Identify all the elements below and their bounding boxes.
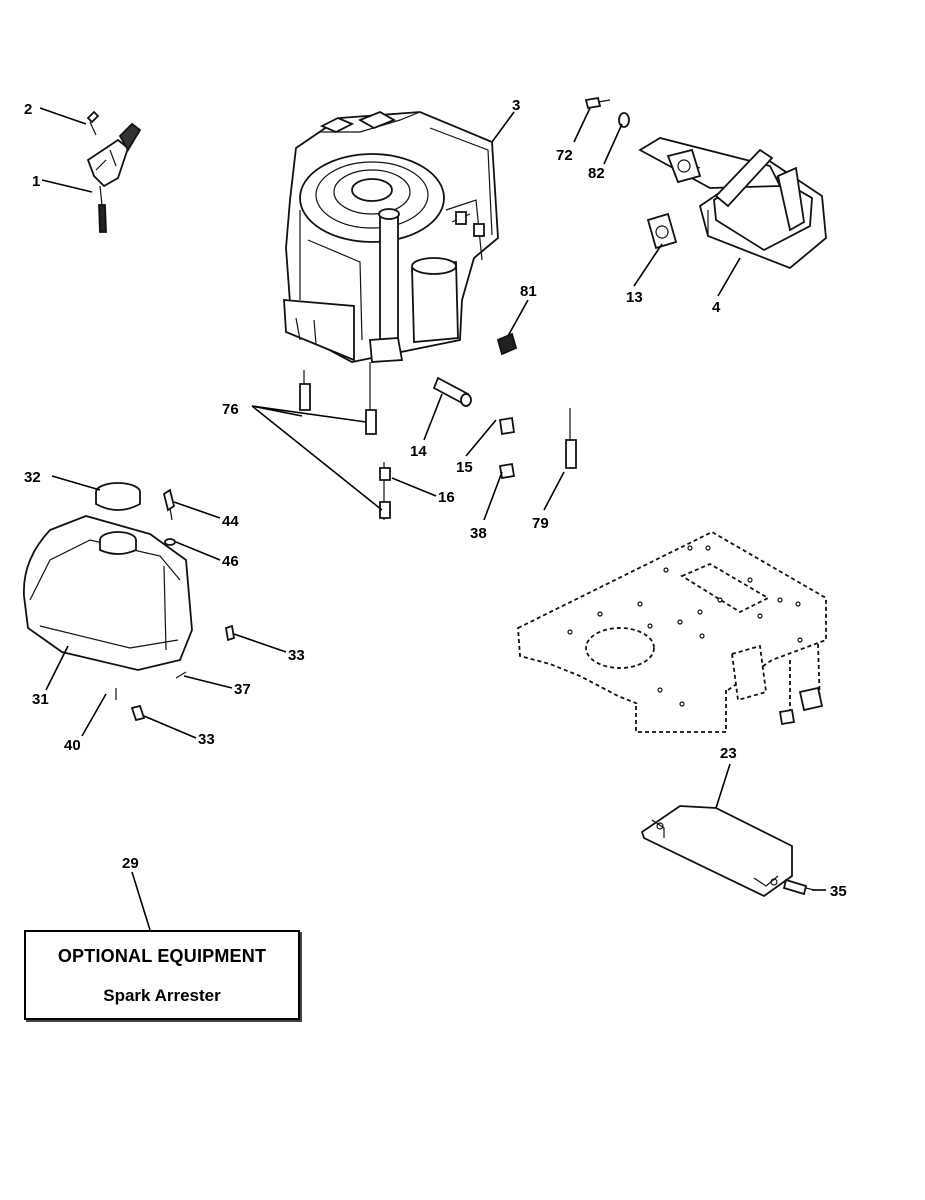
callout-82: 82 [588,165,605,182]
callout-15: 15 [456,459,473,476]
callout-40: 40 [64,737,81,754]
callout-29: 29 [122,855,139,872]
bushing-14-part [432,376,472,407]
optional-equipment-title: OPTIONAL EQUIPMENT [57,946,267,966]
gasket-13-part [646,212,678,250]
heat-shield-part [640,805,793,898]
callout-2: 2 [24,101,32,118]
nut-38-part [498,462,516,480]
callout-4: 4 [712,299,721,316]
optional-equipment-box: OPTIONAL EQUIPMENT Spark Arrester [24,930,300,1020]
screw-35-part [782,878,815,896]
fuel-tank-part [23,515,193,671]
callout-35: 35 [830,883,847,900]
muffler-part [638,137,827,270]
callout-81: 81 [520,283,537,300]
spark-arrester-label: Spark Arrester [103,986,221,1005]
throttle-control-part [86,110,142,233]
callout-46: 46 [222,553,239,570]
callout-44: 44 [222,513,239,530]
callout-79: 79 [532,515,549,532]
callout-1: 1 [32,173,40,190]
bolt-79-part [565,408,577,469]
bolts-76-part [299,362,391,520]
callout-33-upper: 33 [288,647,305,664]
gasket-82-part [618,112,702,184]
fuel-cap-part [95,482,141,511]
callout-33-lower: 33 [198,731,215,748]
callout-23: 23 [720,745,737,762]
callout-32: 32 [24,469,41,486]
bolt-72-part [584,96,611,110]
callout-72: 72 [556,147,573,164]
callout-31: 31 [32,691,49,708]
callout-16: 16 [438,489,455,506]
washer-15-part [498,416,516,436]
callout-38: 38 [470,525,487,542]
engine-part [283,111,499,363]
fuel-line-fittings-part [115,488,236,722]
callout-13: 13 [626,289,643,306]
callout-37: 37 [234,681,251,698]
callout-labels: 2 1 3 72 82 13 4 81 76 14 15 16 38 79 32… [24,97,847,900]
callout-14: 14 [410,443,427,460]
leader-lines [39,107,826,931]
chassis-frame-part [517,530,827,733]
callout-76: 76 [222,401,239,418]
callout-3: 3 [512,97,520,114]
plug-81-part [496,332,518,356]
